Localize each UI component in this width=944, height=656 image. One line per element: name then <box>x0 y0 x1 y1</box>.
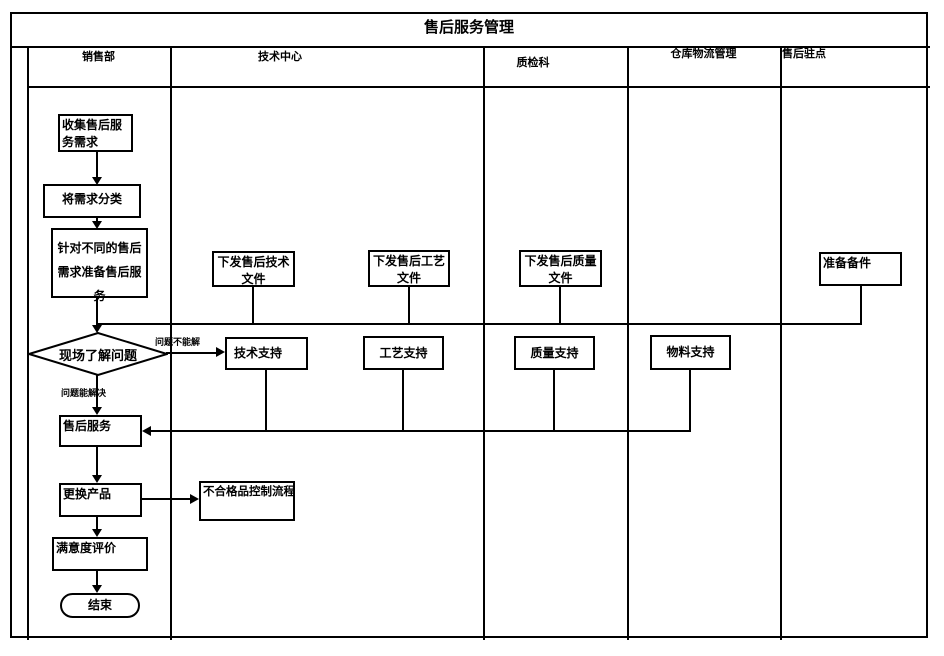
arrowhead-replace-satisfaction <box>92 529 102 537</box>
arrowhead-decision-techsupport <box>216 347 225 357</box>
title-separator-line <box>10 46 930 48</box>
connector-decision-service <box>96 374 98 408</box>
flow-node-issue-process-doc: 下发售后工艺文件 <box>368 250 450 287</box>
connector-techdoc-drop <box>252 287 254 324</box>
page-title: 售后服务管理 <box>423 19 514 36</box>
connector-prepare-decision <box>96 298 98 326</box>
header-bottom-line <box>27 86 930 88</box>
edge-label-can-solve: 问题能解决 <box>61 388 107 398</box>
connector-classify-prepare <box>96 218 98 223</box>
connector-materialsupport-drop <box>689 370 691 432</box>
flow-node-collect: 收集售后服务需求 <box>58 114 133 152</box>
arrowhead-collect-classify <box>92 177 102 185</box>
flow-node-replace-product: 更换产品 <box>59 483 142 517</box>
flow-node-onsite-check: 现场了解问题 <box>28 332 168 376</box>
flow-node-prepare-spares: 准备备件 <box>819 252 902 286</box>
connector-supports-collector <box>150 430 691 432</box>
connector-processdoc-drop <box>408 287 410 324</box>
connector-replace-nonconforming <box>142 498 191 500</box>
connector-satisfaction-end <box>96 571 98 586</box>
lane-border-warehouse-station <box>780 46 782 640</box>
lane-border-quality-warehouse <box>627 46 629 640</box>
outer-frame <box>10 12 928 638</box>
connector-docs-collector <box>96 323 862 325</box>
flow-node-after-sales-service: 售后服务 <box>59 415 142 447</box>
flow-node-end: 结束 <box>60 593 140 618</box>
lane-border-sales-tech <box>170 46 172 640</box>
connector-service-replace <box>96 447 98 476</box>
arrowhead-into-decision <box>92 325 102 333</box>
lane-header-station: 售后驻点 <box>782 48 826 60</box>
flow-node-issue-tech-doc: 下发售后技术文件 <box>212 251 295 287</box>
connector-processsupport-drop <box>402 370 404 432</box>
arrowhead-satisfaction-end <box>92 585 102 593</box>
connector-techsupport-drop <box>265 370 267 432</box>
flow-node-material-support: 物料支持 <box>650 335 731 370</box>
flow-node-issue-quality-doc: 下发售后质量文件 <box>519 250 602 287</box>
diamond-shape <box>28 332 168 376</box>
connector-qualitysupport-drop <box>553 370 555 432</box>
arrowhead-decision-service <box>92 407 102 415</box>
edge-label-cannot-solve: 问题不能解 <box>155 337 201 347</box>
lane-border-gutter <box>27 46 29 640</box>
connector-replace-satisfaction <box>96 517 98 530</box>
lane-header-tech-center: 技术中心 <box>258 51 302 63</box>
connector-decision-techsupport <box>166 352 217 354</box>
arrowhead-classify-prepare <box>92 221 102 229</box>
connector-spares-drop <box>860 286 862 324</box>
lane-border-tech-quality <box>483 46 485 640</box>
connector-collect-classify <box>96 152 98 178</box>
flow-node-quality-support: 质量支持 <box>514 336 595 370</box>
flow-node-nonconforming-flow: 不合格品控制流程 <box>199 481 295 521</box>
flow-node-tech-support: 技术支持 <box>225 337 308 370</box>
diamond-label: 现场了解问题 <box>58 347 137 363</box>
flow-node-satisfaction-eval: 满意度评价 <box>52 537 148 571</box>
lane-header-warehouse: 仓库物流管理 <box>670 48 737 60</box>
flow-node-classify: 将需求分类 <box>43 184 141 218</box>
arrowhead-into-service <box>142 426 151 436</box>
lane-header-quality: 质检科 <box>516 57 550 69</box>
lane-header-sales: 销售部 <box>82 51 115 63</box>
flow-node-prepare: 针对不同的售后需求准备售后服务 <box>51 228 148 303</box>
flow-node-process-support: 工艺支持 <box>363 336 444 370</box>
arrowhead-service-replace <box>92 475 102 483</box>
arrowhead-replace-nonconforming <box>190 494 199 504</box>
connector-qualitydoc-drop <box>559 287 561 324</box>
